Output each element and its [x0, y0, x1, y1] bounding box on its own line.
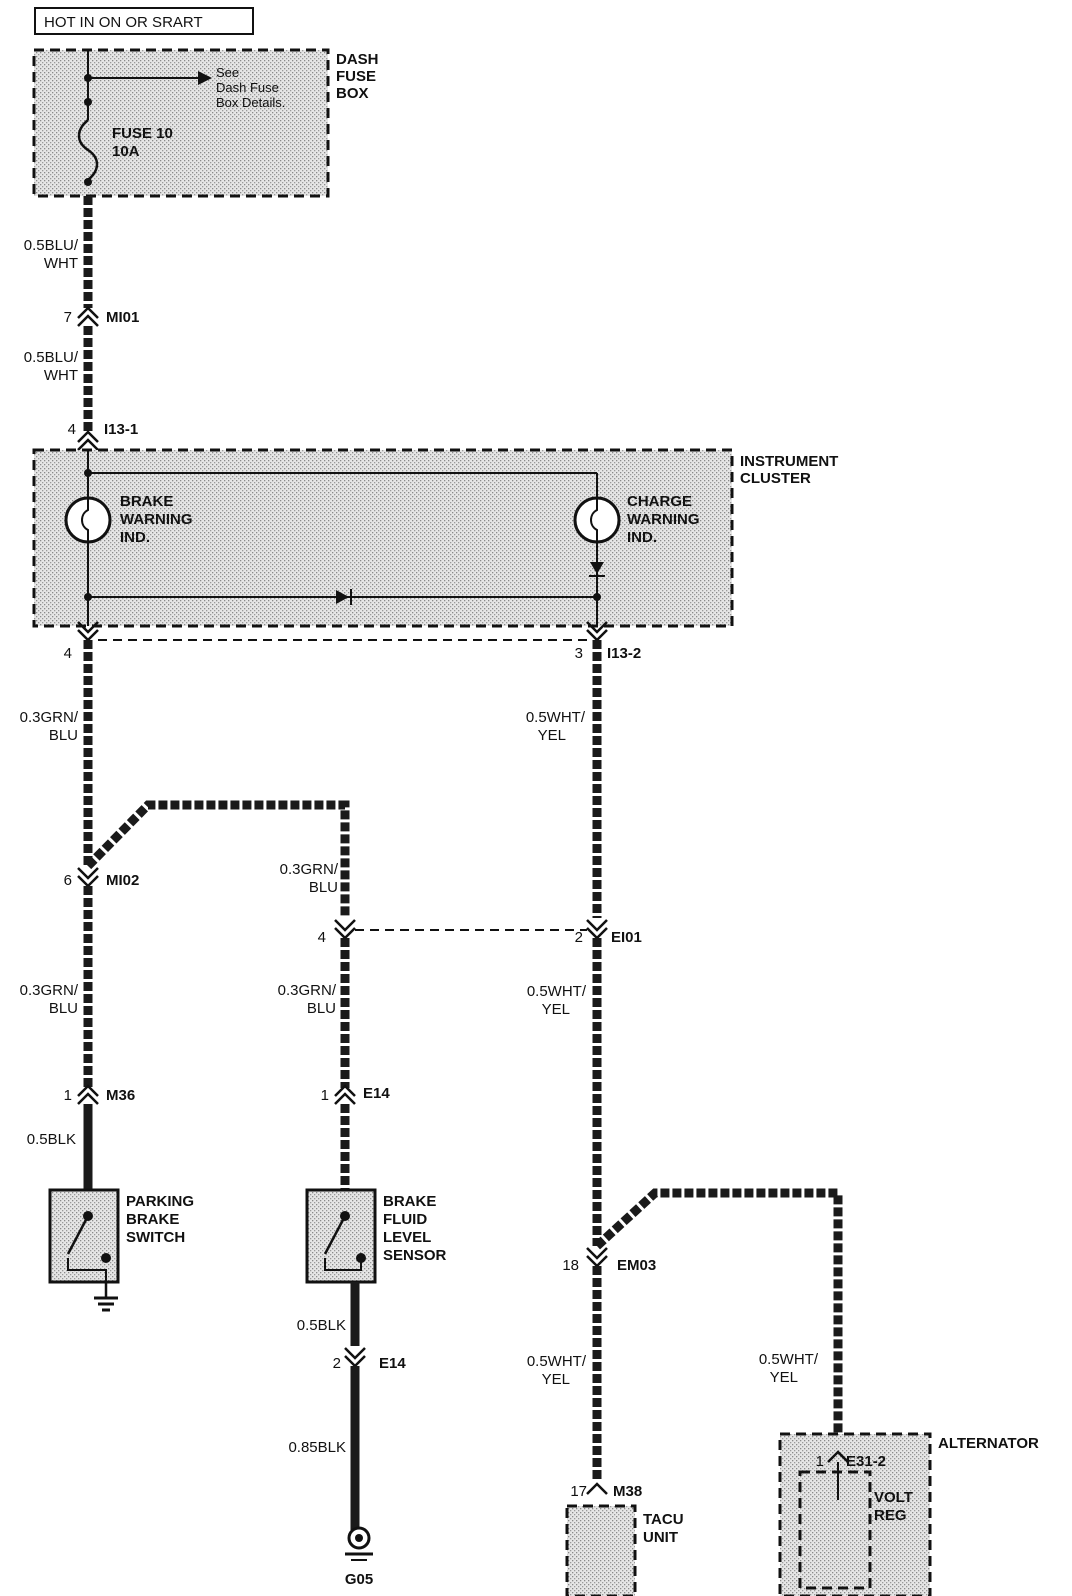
connector-e31-2-name: E31-2: [846, 1453, 886, 1470]
fuse-node-3: [84, 178, 92, 186]
brake-lamp-filament: [81, 498, 89, 542]
connector-mi02: [77, 867, 99, 888]
dash-fuse-box: [32, 48, 330, 198]
connector-e-left-pin: 4: [318, 929, 326, 946]
power-label: HOT IN ON OR SRART: [44, 14, 203, 31]
alternator-box: [778, 1432, 932, 1596]
parking-switch-arm: [66, 1215, 90, 1255]
cluster-bottom-node-right: [593, 593, 601, 601]
connector-em03-pin: 18: [562, 1257, 579, 1274]
charge-diode-icon: [590, 562, 604, 574]
wire-label-grn-blu-1: 0.3GRN/BLU: [20, 709, 79, 744]
connector-cluster-left-pin: 4: [64, 645, 72, 662]
connector-e-left: [334, 919, 356, 940]
connector-mi01: [77, 306, 99, 327]
connector-e14-bottom-name: E14: [379, 1355, 406, 1372]
fuse-10-symbol: [77, 119, 99, 181]
fluid-switch-arm: [323, 1215, 347, 1255]
connector-i13-1-name: I13-1: [104, 421, 138, 438]
connector-m38-name: M38: [613, 1483, 642, 1500]
connector-e14-bottom: [344, 1347, 366, 1368]
connector-m36: [77, 1084, 99, 1105]
connector-ei01: [586, 919, 608, 940]
cluster-bus-diode-icon: [336, 590, 349, 604]
parking-switch-return: [67, 1258, 107, 1282]
tacu-unit-box: [565, 1504, 637, 1596]
wire-label-wht-yel-1: 0.5WHT/YEL: [526, 709, 586, 744]
wire-label-grn-blu-2: 0.3GRN/BLU: [20, 982, 79, 1017]
connector-e14-top-name: E14: [363, 1085, 390, 1102]
wire-label-blu-wht-1: 0.5BLU/WHT: [24, 237, 79, 272]
connector-e14-top-pin: 1: [321, 1087, 329, 1104]
brake-fluid-sensor-box: [305, 1188, 377, 1284]
wire-label-blk-ground: 0.85BLK: [288, 1439, 346, 1456]
connector-e14-bottom-pin: 2: [333, 1355, 341, 1372]
wire-label-grn-blu-3: 0.3GRN/BLU: [280, 861, 339, 896]
connector-e31-2: [827, 1450, 849, 1463]
fluid-switch-return: [324, 1258, 362, 1271]
wire-wht-yel-branch: [593, 1188, 843, 1440]
connector-ei01-pin: 2: [575, 929, 583, 946]
parking-brake-switch-box: [48, 1188, 120, 1284]
wire-label-wht-yel-4: 0.5WHT/YEL: [759, 1351, 819, 1386]
connector-mi01-name: MI01: [106, 309, 139, 326]
wire-label-blu-wht-2: 0.5BLU/WHT: [24, 349, 79, 384]
alternator-title: ALTERNATOR: [938, 1435, 1039, 1452]
wire-label-blk-parking: 0.5BLK: [27, 1131, 76, 1148]
wire-label-blk-fluid: 0.5BLK: [297, 1317, 346, 1334]
connector-i13-2-name: I13-2: [607, 645, 641, 662]
connector-i13-1: [77, 430, 99, 451]
connector-m38-pin: 17: [570, 1483, 587, 1500]
see-arrow-head: [198, 71, 212, 85]
connector-mi02-pin: 6: [64, 872, 72, 889]
wire-label-grn-blu-4: 0.3GRN/BLU: [278, 982, 337, 1017]
ground-g05-label: G05: [345, 1571, 373, 1588]
connector-i13-2-pin: 3: [575, 645, 583, 662]
charge-lamp-filament: [590, 498, 598, 542]
connector-e14-top: [334, 1084, 356, 1105]
power-label-box: [34, 7, 254, 35]
chassis-ground-icon: [94, 1296, 118, 1312]
connector-m38: [586, 1482, 608, 1495]
connector-m36-pin: 1: [64, 1087, 72, 1104]
connector-em03: [586, 1247, 608, 1268]
cluster-bottom-node-left: [84, 593, 92, 601]
connector-ei01-name: EI01: [611, 929, 642, 946]
connector-em03-name: EM03: [617, 1257, 656, 1274]
connector-i13-1-pin: 4: [68, 421, 76, 438]
parking-switch-contact-bottom: [101, 1253, 111, 1263]
connector-mi01-pin: 7: [64, 309, 72, 326]
volt-reg-box: [798, 1470, 872, 1590]
connector-mi02-name: MI02: [106, 872, 139, 889]
wire-label-wht-yel-3: 0.5WHT/YEL: [527, 1353, 587, 1388]
fuse-node-2: [84, 98, 92, 106]
wire-label-wht-yel-2: 0.5WHT/YEL: [527, 983, 587, 1018]
ground-g05-center: [355, 1534, 363, 1542]
connector-e31-2-pin: 1: [816, 1453, 824, 1470]
connector-m36-name: M36: [106, 1087, 135, 1104]
wire-grn-blu-branch: [84, 800, 350, 918]
